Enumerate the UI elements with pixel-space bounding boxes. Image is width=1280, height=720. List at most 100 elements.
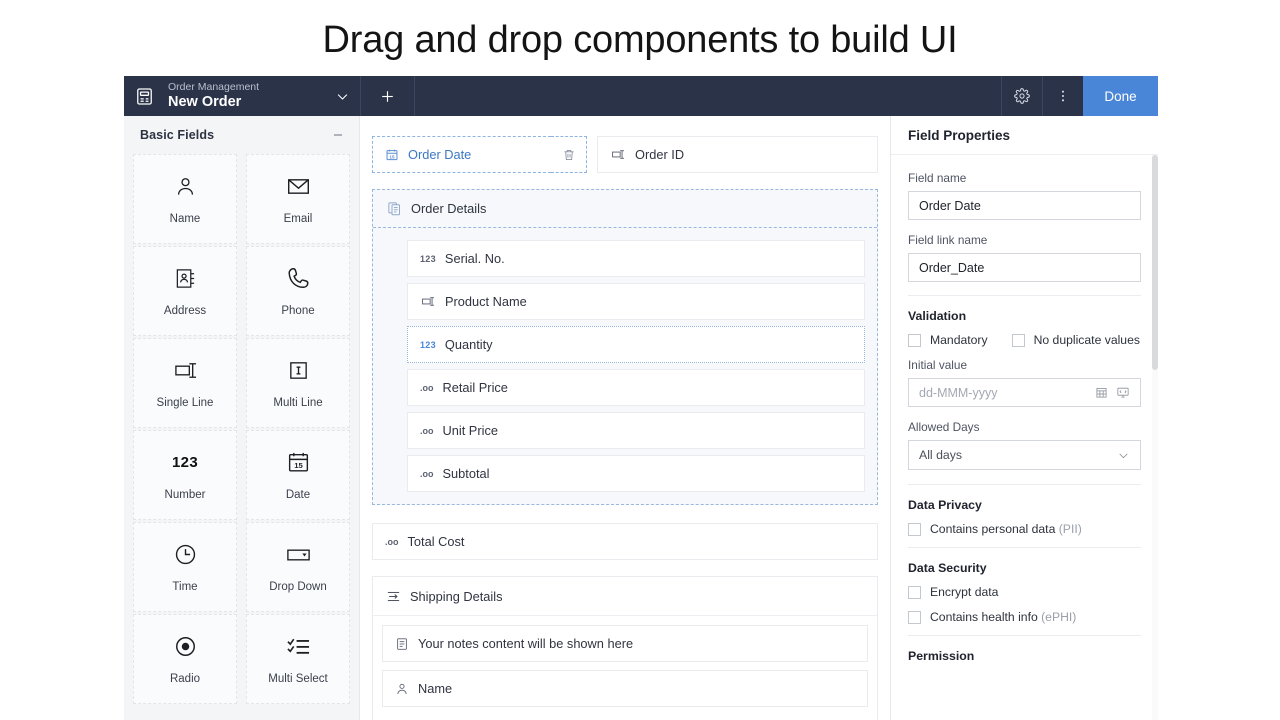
personal-data-label: Contains personal data (PII) [930,522,1082,536]
record-name: New Order [168,94,242,110]
canvas-field-quantity[interactable]: 123 Quantity [407,326,865,363]
chevron-down-icon [1117,449,1130,462]
palette-item-drop-down[interactable]: Drop Down [246,522,350,612]
app-body: Basic Fields Name [124,116,1158,720]
allowed-days-value: All days [919,448,963,462]
personal-data-row: Contains personal data (PII) [908,522,1141,536]
field-name-label: Field name [908,171,967,185]
calendar-15-icon: 15 [286,450,311,476]
palette-item-email[interactable]: Email [246,154,350,244]
divider [360,76,361,116]
app-window: Order Management New Order [124,76,1158,720]
subform-icon [387,201,402,216]
health-info-checkbox[interactable] [908,610,921,624]
form-canvas[interactable]: 15 Order Date [360,116,891,720]
palette-item-label: Radio [169,672,201,685]
canvas-field-order-id[interactable]: Order ID [597,136,878,173]
palette-item-name[interactable]: Name [133,154,237,244]
palette-item-multi-line[interactable]: Multi Line [246,338,350,428]
divider [908,484,1141,485]
validation-row: Mandatory No duplicate values [908,333,1141,347]
canvas-field-shipping-name[interactable]: Name [382,670,868,707]
divider [1001,76,1002,116]
palette-item-label: Time [172,580,198,593]
palette-item-single-line[interactable]: Single Line [133,338,237,428]
field-label: Name [418,681,453,696]
record-title-block[interactable]: Order Management New Order [164,76,360,116]
minus-icon[interactable] [331,128,345,142]
field-name-input[interactable]: Order Date [908,191,1141,220]
page-title: Drag and drop components to build UI [322,19,958,61]
palette-item-multi-select[interactable]: Multi Select [246,614,350,704]
canvas-field-order-date[interactable]: 15 Order Date [372,136,551,173]
gear-icon[interactable] [1002,76,1042,116]
canvas-section-shipping-details[interactable]: Shipping Details Your notes content will… [372,576,878,720]
plus-icon[interactable] [361,76,414,116]
properties-scrollbar-thumb[interactable] [1152,155,1158,370]
allowed-days-select[interactable]: All days [908,440,1141,470]
field-label: Your notes content will be shown here [418,636,634,651]
notes-icon [395,637,409,651]
encrypt-data-checkbox[interactable] [908,585,921,599]
palette-item-phone[interactable]: Phone [246,246,350,336]
data-security-title: Data Security [908,561,987,575]
trash-icon[interactable] [551,136,587,173]
mandatory-checkbox[interactable] [908,333,921,347]
divider [908,295,1141,296]
palette-item-label: Date [285,488,311,501]
canvas-field-product-name[interactable]: Product Name [407,283,865,320]
monitor-code-icon[interactable] [1116,386,1130,399]
canvas-field-subtotal[interactable]: .oo Subtotal [407,455,865,492]
properties-scrollbar-track[interactable] [1152,155,1158,720]
order-date-field-group[interactable]: 15 Order Date [372,136,587,173]
subform-header[interactable]: Order Details [373,190,877,228]
radio-icon [173,634,198,660]
canvas-field-total-cost[interactable]: .oo Total Cost [372,523,878,560]
divider [1042,76,1043,116]
canvas-field-unit-price[interactable]: .oo Unit Price [407,412,865,449]
person-icon [174,174,197,200]
no-duplicate-label: No duplicate values [1033,333,1140,347]
palette-grid: Name Email [124,154,359,705]
field-link-name-input[interactable]: Order_Date [908,253,1141,282]
palette-item-address[interactable]: Address [133,246,237,336]
field-label: Order ID [635,147,685,162]
properties-header: Field Properties [891,116,1158,155]
personal-data-checkbox[interactable] [908,522,921,536]
form-icon [124,76,164,116]
canvas-field-serial-no[interactable]: 123 Serial. No. [407,240,865,277]
single-line-icon [420,295,436,308]
canvas-field-notes[interactable]: Your notes content will be shown here [382,625,868,662]
field-label: Order Date [408,147,472,162]
subform-body: 123 Serial. No. Product Name [373,228,877,504]
palette-item-label: Number [164,488,206,501]
palette-item-number[interactable]: 123 Number [133,430,237,520]
canvas-subform-order-details[interactable]: Order Details 123 Serial. No. [372,189,878,505]
permission-title: Permission [908,649,975,663]
section-header[interactable]: Shipping Details [373,577,877,616]
person-icon [395,682,409,696]
decimal-icon: .oo [385,536,399,547]
decimal-icon: .oo [420,425,434,436]
palette-item-radio[interactable]: Radio [133,614,237,704]
topbar-spacer [415,76,1001,116]
chevron-down-icon[interactable] [321,89,350,104]
calendar-grid-icon[interactable] [1095,386,1108,399]
initial-value-input[interactable]: dd-MMM-yyyy [908,378,1141,407]
divider [908,547,1141,548]
multi-line-icon [287,358,310,384]
allowed-days-label: Allowed Days [908,420,980,434]
more-vertical-icon[interactable] [1043,76,1083,116]
canvas-field-retail-price[interactable]: .oo Retail Price [407,369,865,406]
done-button[interactable]: Done [1083,76,1158,116]
divider [414,76,415,116]
palette-item-date[interactable]: 15 Date [246,430,350,520]
palette-item-time[interactable]: Time [133,522,237,612]
field-properties-panel: Field Properties Field name Order Date F… [891,116,1158,720]
no-duplicate-checkbox[interactable] [1011,333,1025,347]
validation-title: Validation [908,309,967,323]
section-icon [386,589,401,604]
mandatory-label: Mandatory [930,333,988,347]
multi-select-icon [285,634,312,660]
number-123-icon: 123 [420,253,436,264]
